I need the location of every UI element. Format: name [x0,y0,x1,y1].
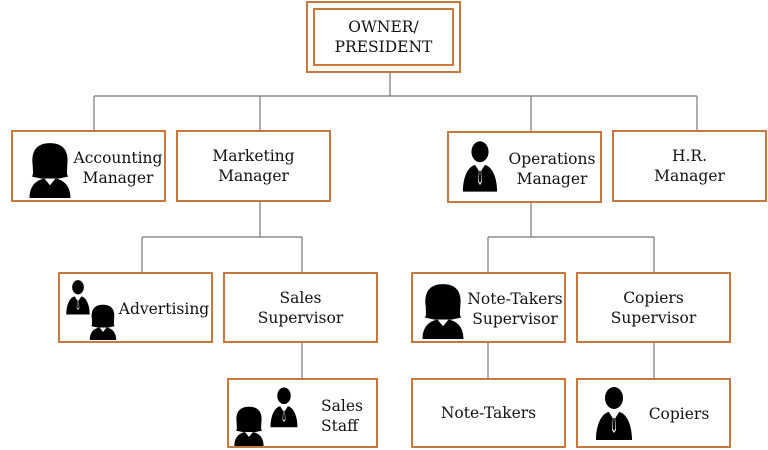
note-takers-label: Note-Takers [440,404,537,422]
owner-label-line1: OWNER/ [348,18,419,36]
sales-supervisor-label-line2: Supervisor [257,308,344,327]
copiers-label: Copiers [648,405,710,423]
sales-supervisor-box: Sales Supervisor [223,272,378,343]
note-takers-box: Note-Takers [411,378,566,448]
note-takers-supervisor-label-line1: Note-Takers [467,290,563,308]
marketing-manager-box: Marketing Manager [176,130,331,202]
operations-label-line1: Operations [508,150,596,168]
owner-president-box: OWNER/ PRESIDENT [306,1,461,73]
sales-staff-label-line1: Sales [321,397,363,415]
marketing-label-line2: Manager [218,167,289,185]
man-person-icon [594,384,634,442]
hr-label-line2: Manager [654,167,725,185]
marketing-label-line1: Marketing [212,147,295,165]
accounting-label-line2: Manager [82,169,154,187]
copiers-supervisor-box: Copiers Supervisor [576,272,731,343]
woman-person-icon [89,304,117,340]
owner-label-line2: PRESIDENT [334,38,433,56]
woman-person-icon [233,406,265,446]
copiers-box: Copiers [576,378,731,448]
accounting-manager-box: Accounting Manager [11,130,166,202]
note-takers-supervisor-label-line2: Supervisor [472,310,558,328]
hr-manager-box: H.R. Manager [612,130,767,202]
man-person-icon [461,138,499,194]
woman-person-icon [421,283,465,339]
operations-label-line2: Manager [516,170,588,188]
copiers-supervisor-label-line2: Supervisor [610,308,697,327]
woman-person-icon [28,142,72,198]
man-person-icon [65,278,91,316]
sales-supervisor-label-line1: Sales [279,288,322,307]
copiers-supervisor-label-line1: Copiers [623,288,684,307]
operations-manager-box: Operations Manager [447,131,602,203]
man-person-icon [269,384,299,430]
advertising-label: Advertising [118,300,210,318]
note-takers-supervisor-box: Note-Takers Supervisor [411,272,566,343]
accounting-label-line1: Accounting [73,149,163,167]
sales-staff-label-line2: Staff [321,417,359,435]
advertising-box: Advertising [58,272,213,343]
hr-label-line1: H.R. [671,147,708,165]
sales-staff-box: Sales Staff [227,378,378,448]
